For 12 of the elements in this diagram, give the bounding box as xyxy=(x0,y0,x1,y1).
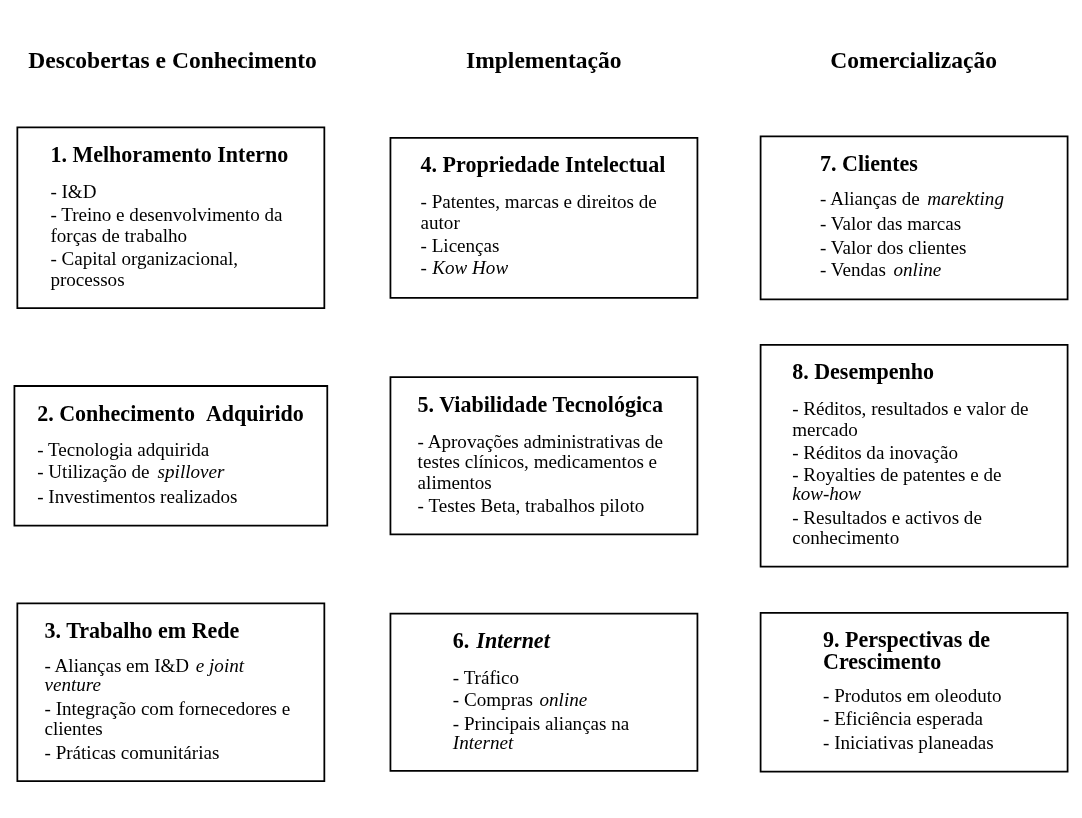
node-box: 9. Perspectivas de Crescimento - Produtos em oleoduto - Eficiência esperada - Iniciativas planeadas xyxy=(759,611,1069,772)
label: Implementação xyxy=(466,46,622,73)
node-box: 2. Conhecimento Adquirido - Tecnologia adquirida - Utilização de spillover - Investimentos realizados xyxy=(13,384,329,526)
node-box: 6. Internet - Tráfico - Compras online - Principais alianças na Internet xyxy=(389,612,699,772)
node-box: 7. Clientes - Alianças de marekting - Valor das marcas - Valor dos clientes - Vendas online xyxy=(759,134,1069,300)
label: Descobertas e Conhecimento xyxy=(28,46,317,73)
label: Comercialização xyxy=(830,46,997,73)
node-box: 3. Trabalho em Rede - Alianças em I&D e joint venture - Integração com fornecedores e clientes - Práticas comunitárias xyxy=(16,602,326,782)
node-box: 1. Melhoramento Interno - I&D - Treino e desenvolvimento da forças de trabalho - Capital organizacional, processos xyxy=(16,126,326,309)
node-box: 8. Desempenho - Réditos, resultados e valor de mercado - Réditos da inovação - Royalties de patentes e de kow-how - Resultados e activos de conhecimento xyxy=(759,343,1069,568)
node-box: 4. Propriedade Intelectual - Patentes, marcas e direitos de autor - Licenças - Kow How xyxy=(389,136,699,299)
node-box: 5. Viabilidade Tecnológica - Aprovações administrativas de testes clínicos, medicamentos e alimentos - Testes Beta, trabalhos piloto xyxy=(389,375,699,535)
